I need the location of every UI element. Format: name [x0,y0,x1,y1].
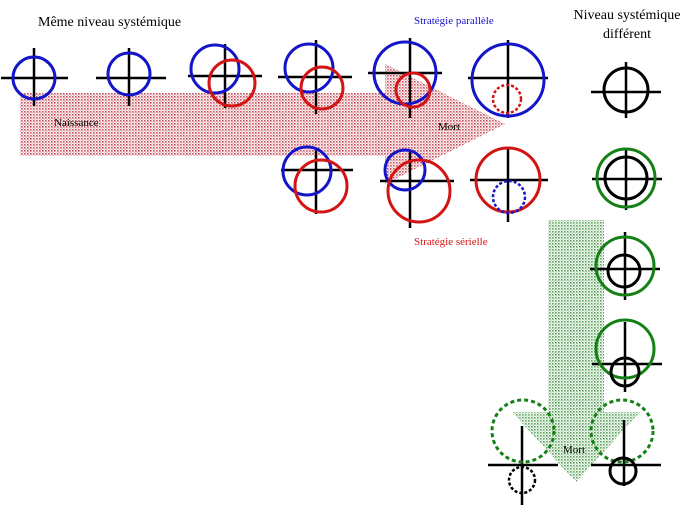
symbol-serial-2 [380,148,454,228]
symbol-different-level-1 [591,62,661,118]
label-different-level-line2: différent [603,27,651,42]
label-death-top: Mort [438,121,460,133]
symbol-parallel-large-blue [368,38,442,118]
symbol-blue-single [1,48,68,106]
label-death-bottom: Mort [563,444,585,456]
symbol-blue-red-shift [278,40,352,114]
symbol-different-level-5-dotted [589,398,661,486]
label-parallel-strategy: Stratégie parallèle [414,15,494,27]
symbol-bottom-dotted [488,398,558,505]
label-same-level: Même niveau systémique [38,15,182,30]
symbol-blue-single-2 [96,48,166,106]
symbol-parallel-dotted-red [468,40,548,118]
symbol-different-level-2 [592,147,662,210]
symbol-serial-3 [470,146,548,222]
symbol-serial-1 [281,145,353,214]
lifecycle-arrow-vertical [512,220,640,482]
label-serial-strategy: Stratégie sérielle [414,236,488,248]
symbol-blue-red-overlap [188,43,262,108]
label-birth: Naissance [54,117,99,129]
symbol-different-level-3 [590,232,660,300]
label-different-level-line1: Niveau systémique [573,8,681,23]
symbol-different-level-4 [592,318,662,392]
